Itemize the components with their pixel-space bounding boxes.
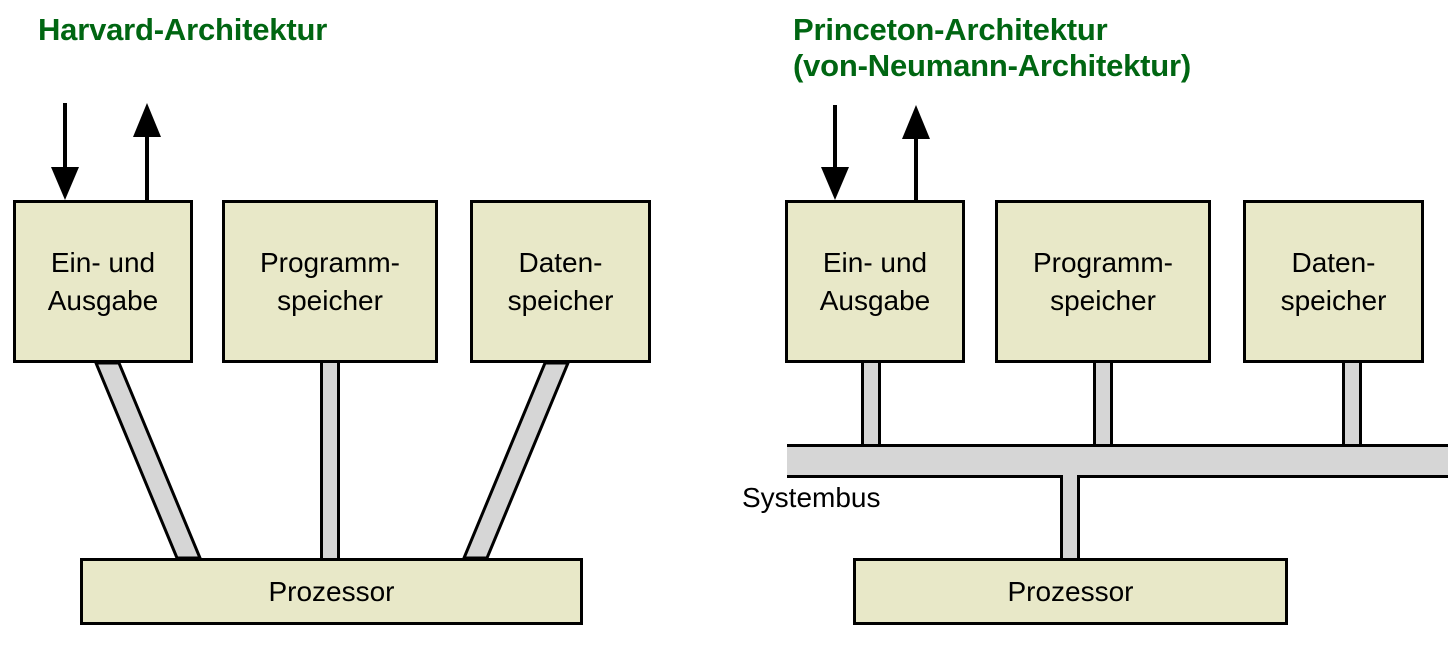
princeton-box-io: Ein- und Ausgabe xyxy=(785,200,965,363)
harvard-bus-program-memory xyxy=(320,363,340,560)
princeton-stub-program-memory xyxy=(1093,363,1113,447)
harvard-box-processor: Prozessor xyxy=(80,558,583,625)
princeton-box-io-line1: Ein- und xyxy=(822,246,928,278)
princeton-output-arrow xyxy=(902,105,930,200)
harvard-bus-data-memory xyxy=(461,361,571,560)
princeton-box-program-memory-line2: speicher xyxy=(1050,284,1156,316)
harvard-box-program-memory: Programm- speicher xyxy=(222,200,438,363)
princeton-box-program-memory-line1: Programm- xyxy=(1032,246,1173,278)
princeton-stub-io xyxy=(861,363,881,447)
princeton-box-processor: Prozessor xyxy=(853,558,1288,625)
princeton-processor-label: Prozessor xyxy=(1007,575,1134,607)
harvard-title: Harvard-Architektur xyxy=(38,12,328,47)
harvard-box-io-line2: Ausgabe xyxy=(47,284,159,316)
harvard-box-io: Ein- und Ausgabe xyxy=(13,200,193,363)
harvard-box-data-memory-line2: speicher xyxy=(507,284,614,316)
harvard-input-arrow xyxy=(51,103,79,200)
harvard-box-io-line1: Ein- und xyxy=(50,246,156,278)
harvard-output-arrow xyxy=(133,103,161,200)
princeton-title-line2: (von-Neumann-Architektur) xyxy=(793,48,1192,83)
harvard-bus-io xyxy=(93,361,203,560)
harvard-processor-label: Prozessor xyxy=(268,575,395,607)
princeton-system-bus-label: Systembus xyxy=(742,482,881,513)
princeton-stub-processor xyxy=(1060,475,1080,561)
harvard-box-data-memory: Daten- speicher xyxy=(470,200,651,363)
harvard-box-data-memory-line1: Daten- xyxy=(518,246,603,278)
princeton-system-bus xyxy=(787,444,1448,478)
princeton-input-arrow xyxy=(821,105,849,200)
princeton-box-data-memory: Daten- speicher xyxy=(1243,200,1424,363)
harvard-box-program-memory-line2: speicher xyxy=(277,284,383,316)
harvard-box-program-memory-line1: Programm- xyxy=(259,246,400,278)
princeton-box-program-memory: Programm- speicher xyxy=(995,200,1211,363)
princeton-box-io-line2: Ausgabe xyxy=(819,284,931,316)
princeton-box-data-memory-line1: Daten- xyxy=(1291,246,1376,278)
princeton-box-data-memory-line2: speicher xyxy=(1280,284,1387,316)
princeton-title-line1: Princeton-Architektur xyxy=(793,12,1108,47)
princeton-stub-data-memory xyxy=(1342,363,1362,447)
